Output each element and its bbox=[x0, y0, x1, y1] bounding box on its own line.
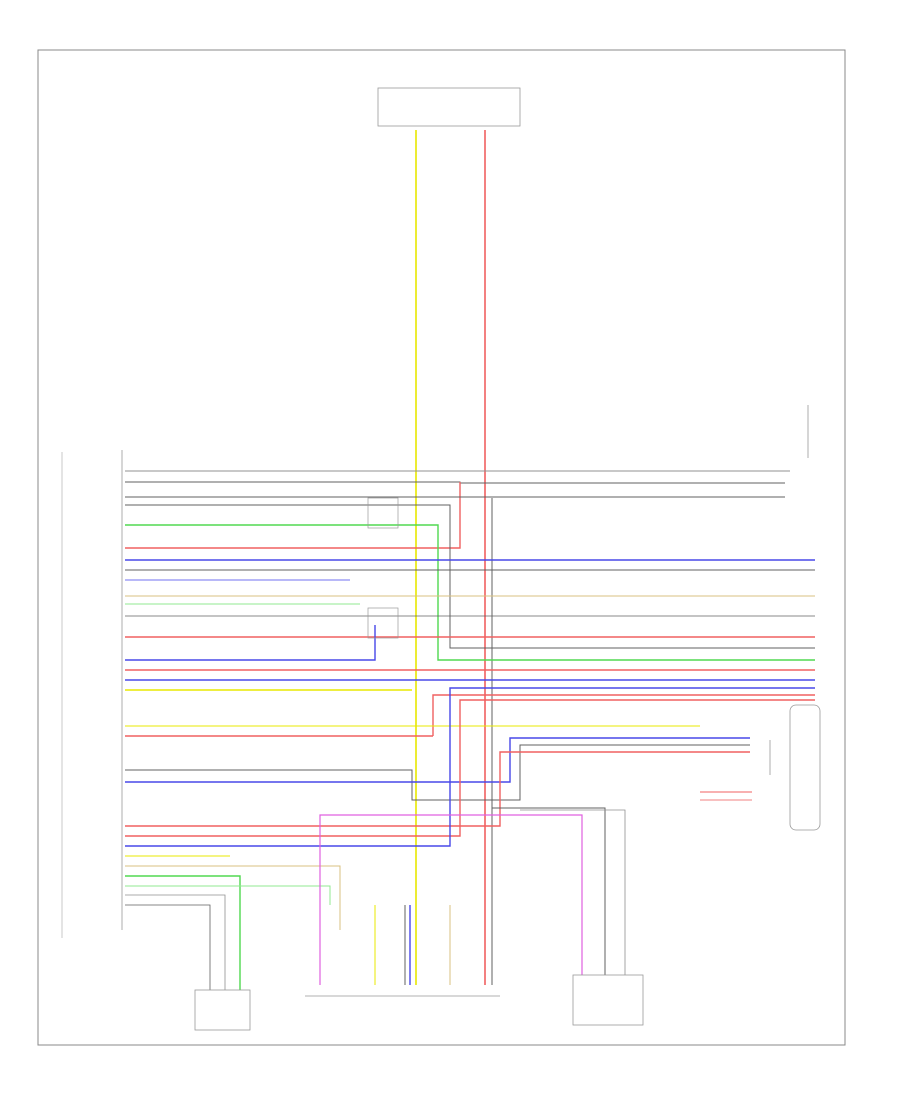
wire-gray-loop-2 bbox=[520, 809, 626, 975]
wire-pink-loop bbox=[319, 814, 583, 985]
wire-row-19 bbox=[432, 694, 815, 736]
wire-row-23 bbox=[125, 737, 750, 783]
inline-block-1 bbox=[367, 497, 399, 529]
trunk-wires bbox=[415, 130, 493, 985]
bottom-left-unit bbox=[194, 989, 251, 1031]
dash-unit bbox=[700, 704, 821, 831]
wire-row-31 bbox=[125, 894, 226, 990]
wire-row-22 bbox=[125, 744, 750, 801]
harness-wires bbox=[125, 470, 815, 990]
inline-components bbox=[367, 497, 399, 639]
inline-block-2 bbox=[367, 607, 399, 639]
wire-row-28 bbox=[125, 865, 341, 930]
wire-row-24 bbox=[125, 751, 750, 827]
wire-row-14 bbox=[449, 640, 815, 649]
wire-row-25 bbox=[125, 699, 815, 837]
wire-gray-loop bbox=[492, 807, 606, 975]
top-connector bbox=[377, 87, 521, 127]
main-connector bbox=[61, 450, 123, 938]
wire-row-29 bbox=[125, 875, 241, 990]
wire-row-26 bbox=[125, 687, 815, 847]
bottom-right-unit bbox=[572, 974, 644, 1026]
wire-row-6 bbox=[125, 524, 815, 661]
wire-row-15 bbox=[125, 625, 376, 661]
wire-row-3 bbox=[125, 482, 461, 549]
wire-row-30 bbox=[125, 885, 331, 905]
wire-row-32 bbox=[125, 904, 211, 990]
wire-row-2 bbox=[125, 481, 785, 484]
page-frame bbox=[37, 49, 846, 1046]
wire-row-5 bbox=[125, 504, 451, 640]
